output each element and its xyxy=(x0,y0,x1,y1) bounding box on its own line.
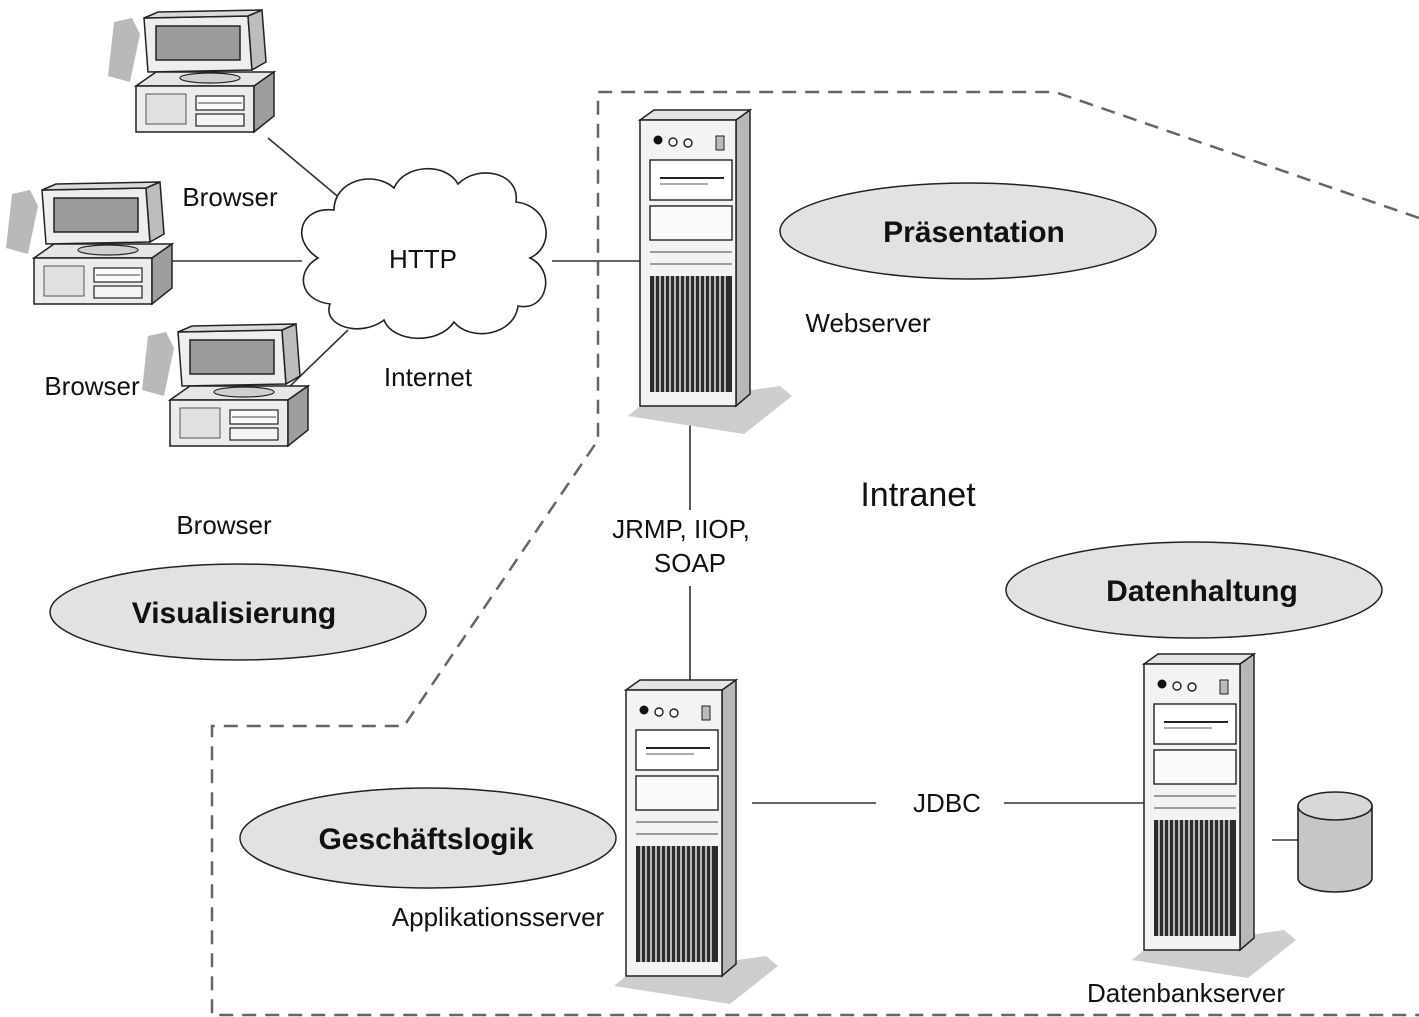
intranet-label: Intranet xyxy=(860,476,976,514)
client-pc-3 xyxy=(141,323,309,447)
tier-datenhaltung: Datenhaltung xyxy=(1005,541,1383,639)
webserver-icon xyxy=(627,109,793,435)
dbserver-label: Datenbankserver xyxy=(1087,978,1285,1008)
client-pc-1 xyxy=(107,9,275,133)
tier-geschaeftslogik: Geschäftslogik xyxy=(239,787,617,889)
tier-praesentation-label: Präsentation xyxy=(883,216,1065,249)
internet-cloud: HTTP xyxy=(301,167,547,340)
connection-lines xyxy=(150,137,1300,841)
client-pc-2 xyxy=(5,181,173,305)
tier-datenhaltung-label: Datenhaltung xyxy=(1106,575,1298,608)
appserver-label: Applikationsserver xyxy=(392,902,605,932)
http-label: HTTP xyxy=(389,244,457,274)
webserver-label: Webserver xyxy=(805,308,931,338)
browser-label-3: Browser xyxy=(176,510,272,540)
dbserver-icon xyxy=(1131,653,1297,979)
tier-praesentation: Präsentation xyxy=(779,182,1157,280)
browser-label-1: Browser xyxy=(182,182,278,212)
intranet-boundary xyxy=(210,90,1419,1017)
tier-visualisierung-label: Visualisierung xyxy=(132,597,337,630)
protocol-label-line2: SOAP xyxy=(654,548,726,578)
browser-label-2: Browser xyxy=(44,371,140,401)
protocol-label-line1: JRMP, IIOP, xyxy=(612,514,750,544)
database-icon xyxy=(1297,791,1373,893)
tier-visualisierung: Visualisierung xyxy=(49,563,427,661)
jdbc-label: JDBC xyxy=(913,788,981,818)
appserver-icon xyxy=(613,679,779,1005)
internet-label: Internet xyxy=(384,362,473,392)
tier-geschaeftslogik-label: Geschäftslogik xyxy=(318,823,533,856)
